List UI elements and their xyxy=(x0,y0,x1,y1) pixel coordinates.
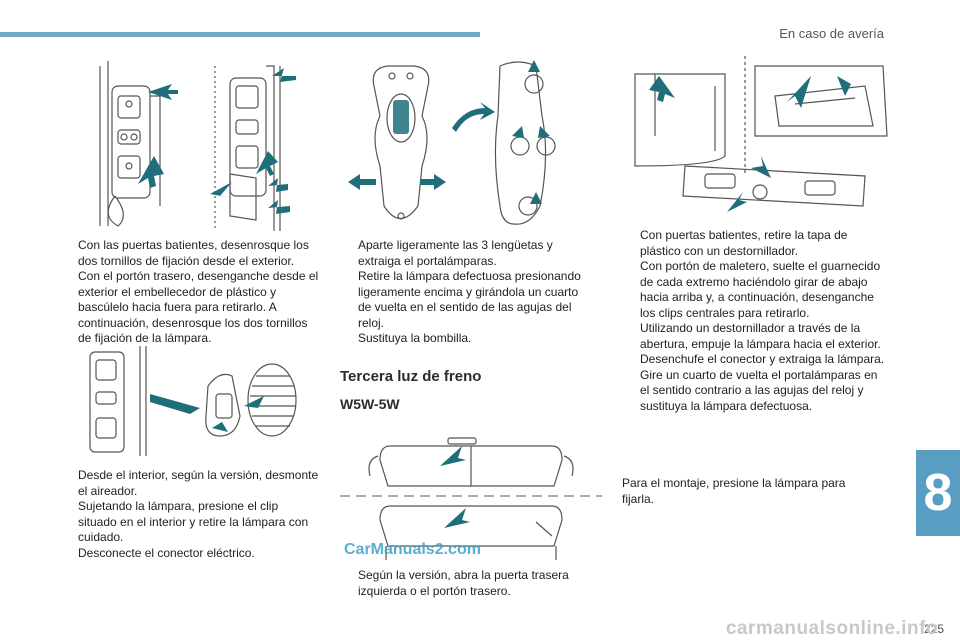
list-item: Desenchufe el conector y extraiga la lám… xyxy=(640,352,885,366)
watermark-carmanuals2[interactable]: CarManuals2.com xyxy=(344,541,481,558)
list-item: Con el portón trasero, desenganche desde… xyxy=(78,269,319,345)
col2-instructions: Aparte ligeramente las 3 lengüetas y ext… xyxy=(340,238,592,347)
list-item: Aparte ligeramente las 3 lengüetas y ext… xyxy=(358,238,553,268)
list-item: Sujetando la lámpara, presione el clip s… xyxy=(78,499,309,544)
page-number: 225 xyxy=(923,622,944,636)
list-item: Desconecte el conector eléctrico. xyxy=(78,545,255,560)
col1-bottom-instructions: Desde el interior, según la versión, des… xyxy=(60,468,320,561)
col3-instructions: Con puertas batientes, retire la tapa de… xyxy=(622,228,890,414)
rear-lamp-removal-illustration xyxy=(99,61,296,231)
aerator-clip-illustration xyxy=(89,346,297,456)
page-header-title: En caso de avería xyxy=(779,26,884,41)
list-item: Desde el interior, según la versión, des… xyxy=(78,468,319,498)
lamp-holder-illustration xyxy=(348,60,556,225)
chapter-tab: 8 xyxy=(916,450,960,536)
list-item: Gire un cuarto de vuelta el portalámpara… xyxy=(640,367,878,413)
header-bar xyxy=(0,32,480,37)
section-title: Tercera luz de freno xyxy=(340,368,482,385)
list-item: Según la versión, abra la puerta trasera… xyxy=(358,568,569,598)
rear-doors-illustration xyxy=(340,437,602,560)
list-item: Con las puertas batientes, desenrosque l… xyxy=(78,238,309,268)
list-item: Retire la lámpara defectuosa presionando… xyxy=(358,269,581,330)
col1-top-instructions: Con las puertas batientes, desenrosque l… xyxy=(60,238,320,347)
list-item: Con puertas batientes, retire la tapa de… xyxy=(640,228,848,258)
list-item: Utilizando un destornillador a través de… xyxy=(640,321,881,351)
list-item: Sustituya la bombilla. xyxy=(358,331,472,345)
assembly-note: Para el montaje, presione la lámpara par… xyxy=(622,476,846,506)
col2-bottom-instructions: Según la versión, abra la puerta trasera… xyxy=(340,568,592,599)
section-subtitle: W5W-5W xyxy=(340,396,400,412)
third-brake-light-illustration xyxy=(634,56,888,212)
list-item: Con portón de maletero, suelte el guarne… xyxy=(640,259,881,320)
watermark-carmanualsonline: carmanualsonline.info xyxy=(725,618,938,639)
